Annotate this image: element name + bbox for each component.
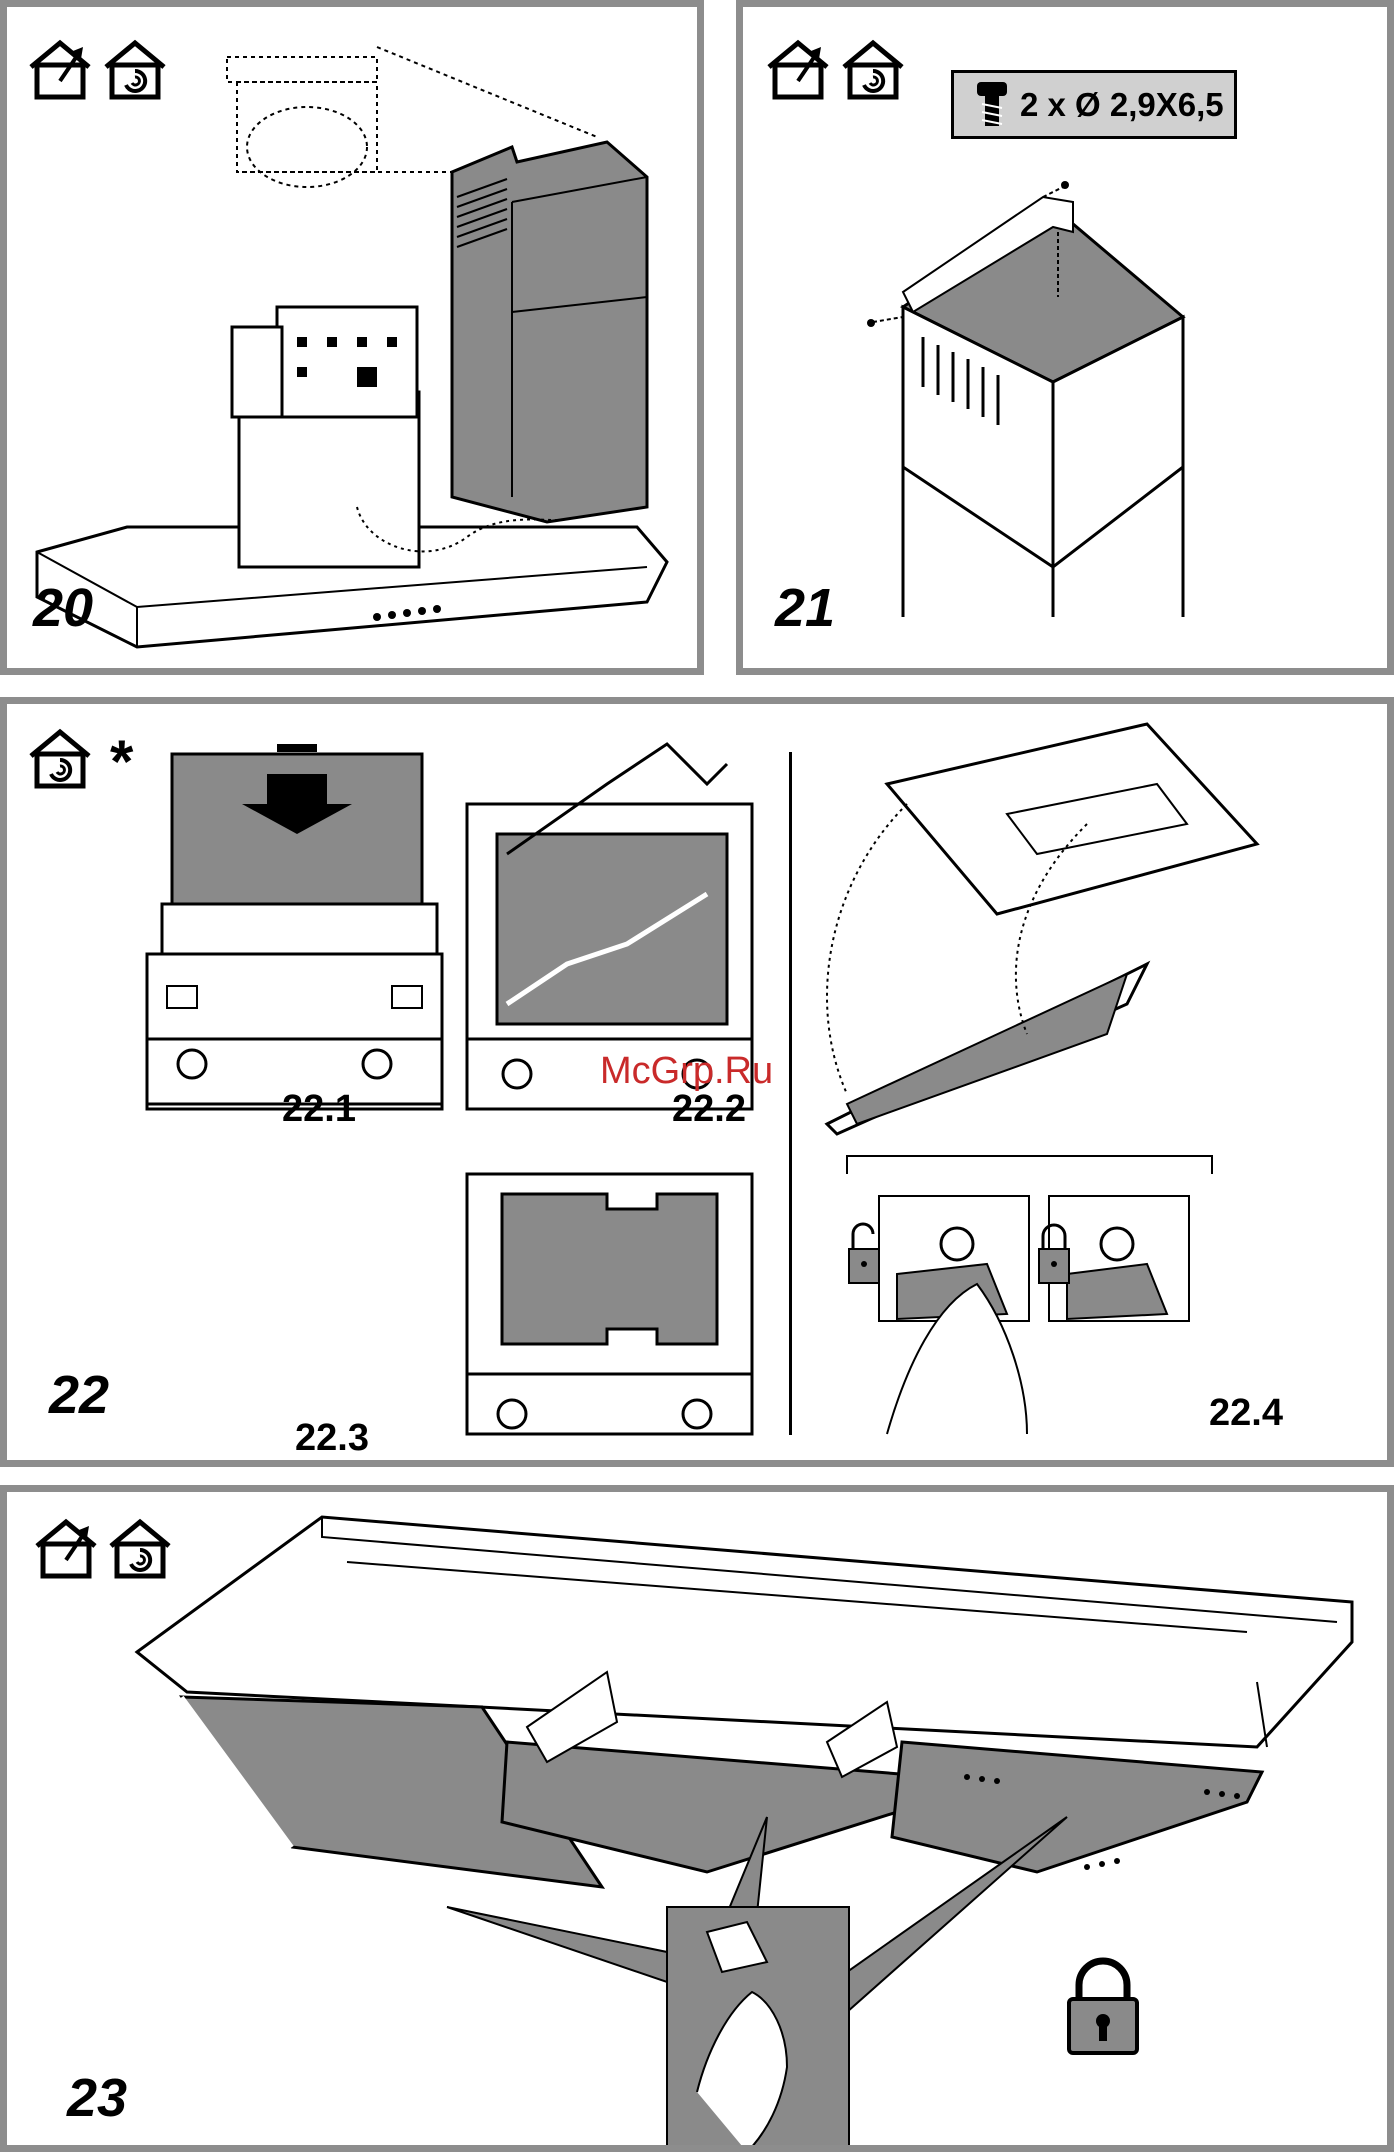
lock-closed-icon: [1065, 1957, 1141, 2057]
sub-label-22-4: 22.4: [1209, 1392, 1283, 1435]
watermark-text: McGrp.Ru: [600, 1050, 773, 1093]
screw-icon: [972, 80, 1012, 130]
grease-filter-installation-illustration: [7, 1492, 1394, 2152]
figure-number-20: 20: [33, 577, 93, 639]
step-divider: [789, 752, 792, 1435]
step-22-4-drawing: [827, 724, 1257, 1434]
sub-label-22-1: 22.1: [282, 1088, 356, 1131]
screw-spec-label: 2 x Ø 2,9X6,5: [951, 70, 1237, 139]
sub-label-22-3: 22.3: [295, 1417, 369, 1460]
step-22-1-drawing: [147, 744, 442, 1109]
sub-label-22-2: 22.2: [672, 1088, 746, 1131]
step-22-3-drawing: [467, 1174, 752, 1434]
figure-number-21: 21: [775, 577, 835, 639]
figure-20-panel: 20: [0, 0, 704, 675]
figure-23-panel: 23: [0, 1485, 1394, 2152]
screw-spec-text: 2 x Ø 2,9X6,5: [1020, 86, 1224, 124]
figure-21-panel: 2 x Ø 2,9X6,5 21: [736, 0, 1394, 675]
hood-assembly-illustration: [7, 7, 704, 675]
lock-open-icon: [849, 1224, 879, 1283]
figure-number-23: 23: [67, 2067, 127, 2129]
figure-number-22: 22: [49, 1364, 109, 1426]
